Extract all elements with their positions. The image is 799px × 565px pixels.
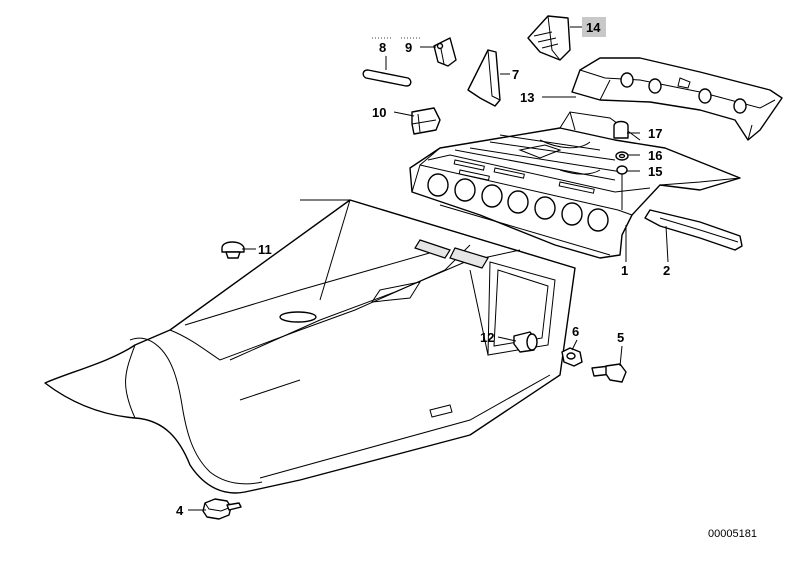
label-part-4[interactable]: 4 <box>176 503 184 518</box>
label-part-14[interactable]: 14 <box>586 20 601 35</box>
label-part-16[interactable]: 16 <box>648 148 662 163</box>
part-13-trim <box>571 57 783 141</box>
part-2-strip <box>644 209 743 251</box>
part-12-plug <box>513 331 538 353</box>
part-4-bolt <box>202 498 242 520</box>
part-1-floor-covering <box>44 199 576 494</box>
label-part-12[interactable]: 12 <box>480 330 494 345</box>
part-9-clip <box>433 37 457 67</box>
leader-lines <box>188 26 669 511</box>
part-11-grommet <box>221 241 245 259</box>
diagram-reference-code: 00005181 <box>708 528 757 540</box>
label-part-5[interactable]: 5 <box>617 330 624 345</box>
label-part-17[interactable]: 17 <box>648 126 662 141</box>
label-part-8[interactable]: 8 <box>379 40 386 55</box>
part-10-clip <box>411 107 441 135</box>
part-6-nut <box>561 347 583 367</box>
label-part-11[interactable]: 11 <box>258 242 272 257</box>
label-part-7[interactable]: 7 <box>512 67 519 82</box>
part-16-washer <box>615 151 629 161</box>
part-15-clip <box>616 165 628 210</box>
part-labels: 8 9 7 13 14 10 11 17 16 15 1 2 12 6 5 4 <box>176 20 670 518</box>
label-part-2[interactable]: 2 <box>663 263 670 278</box>
part-8-rod <box>362 69 412 87</box>
label-part-1[interactable]: 1 <box>621 263 628 278</box>
label-part-9[interactable]: 9 <box>405 40 412 55</box>
part-1-rear-panel <box>409 111 741 259</box>
label-part-13[interactable]: 13 <box>520 90 534 105</box>
part-7-bracket <box>467 49 501 107</box>
label-part-6[interactable]: 6 <box>572 324 579 339</box>
part-14-corner-piece <box>527 15 571 61</box>
label-part-10[interactable]: 10 <box>372 105 386 120</box>
part-14-highlight <box>582 17 606 37</box>
label-part-15[interactable]: 15 <box>648 164 662 179</box>
part-5-bolt <box>591 363 627 383</box>
part-17-cap <box>613 120 629 139</box>
